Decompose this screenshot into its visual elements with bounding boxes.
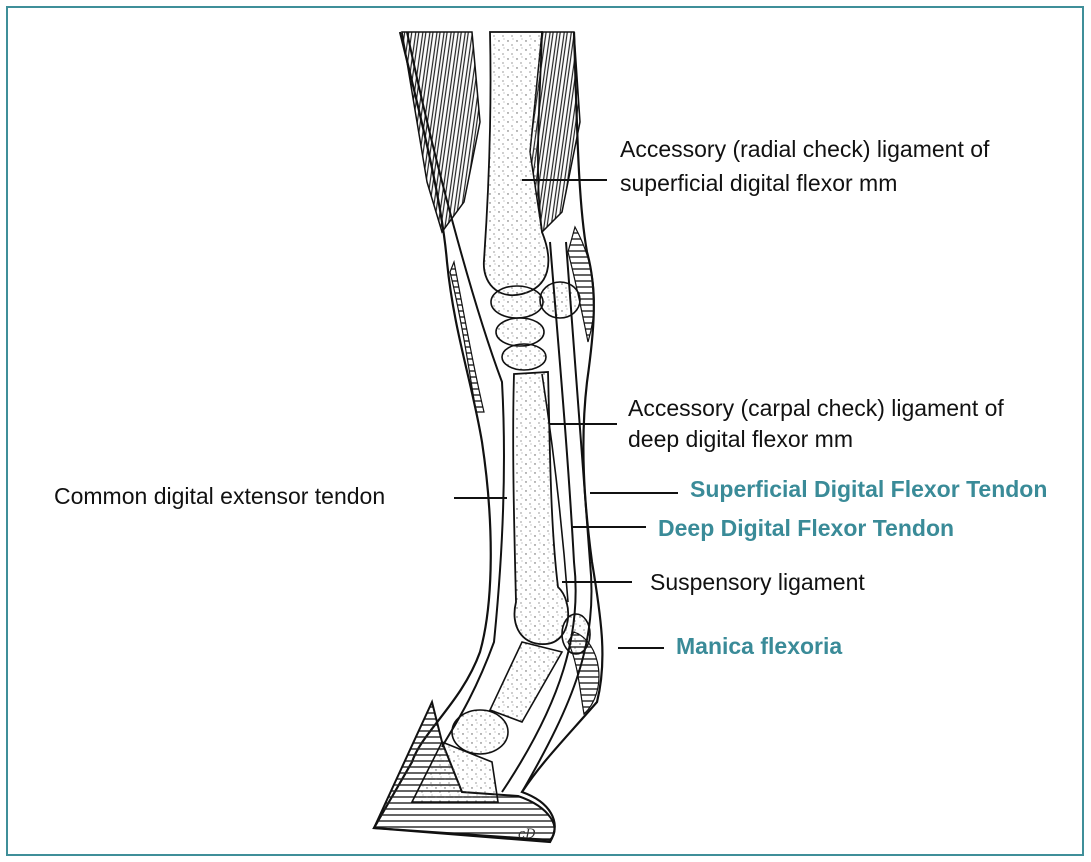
label-manica: Manica flexoria [676,631,842,661]
label-radial-check-line2: superficial digital flexor mm [620,168,897,198]
label-common-extensor: Common digital extensor tendon [54,481,385,511]
label-suspensory: Suspensory ligament [650,567,865,597]
carpal-bone-2 [496,318,544,346]
carpal-bone-1 [491,286,543,318]
radius-bone [484,32,549,295]
label-carpal-check-line1: Accessory (carpal check) ligament of [628,393,1004,423]
carpal-bone-3 [502,344,546,370]
accessory-carpal-bone [540,282,580,318]
artist-signature: cD [518,827,536,842]
label-radial-check-line1: Accessory (radial check) ligament of [620,134,989,164]
cranial-skin-hatching [450,262,484,412]
long-pastern-bone [490,642,562,722]
label-sdft: Superficial Digital Flexor Tendon [690,474,1047,504]
label-ddft: Deep Digital Flexor Tendon [658,513,954,543]
label-carpal-check-line2: deep digital flexor mm [628,424,853,454]
